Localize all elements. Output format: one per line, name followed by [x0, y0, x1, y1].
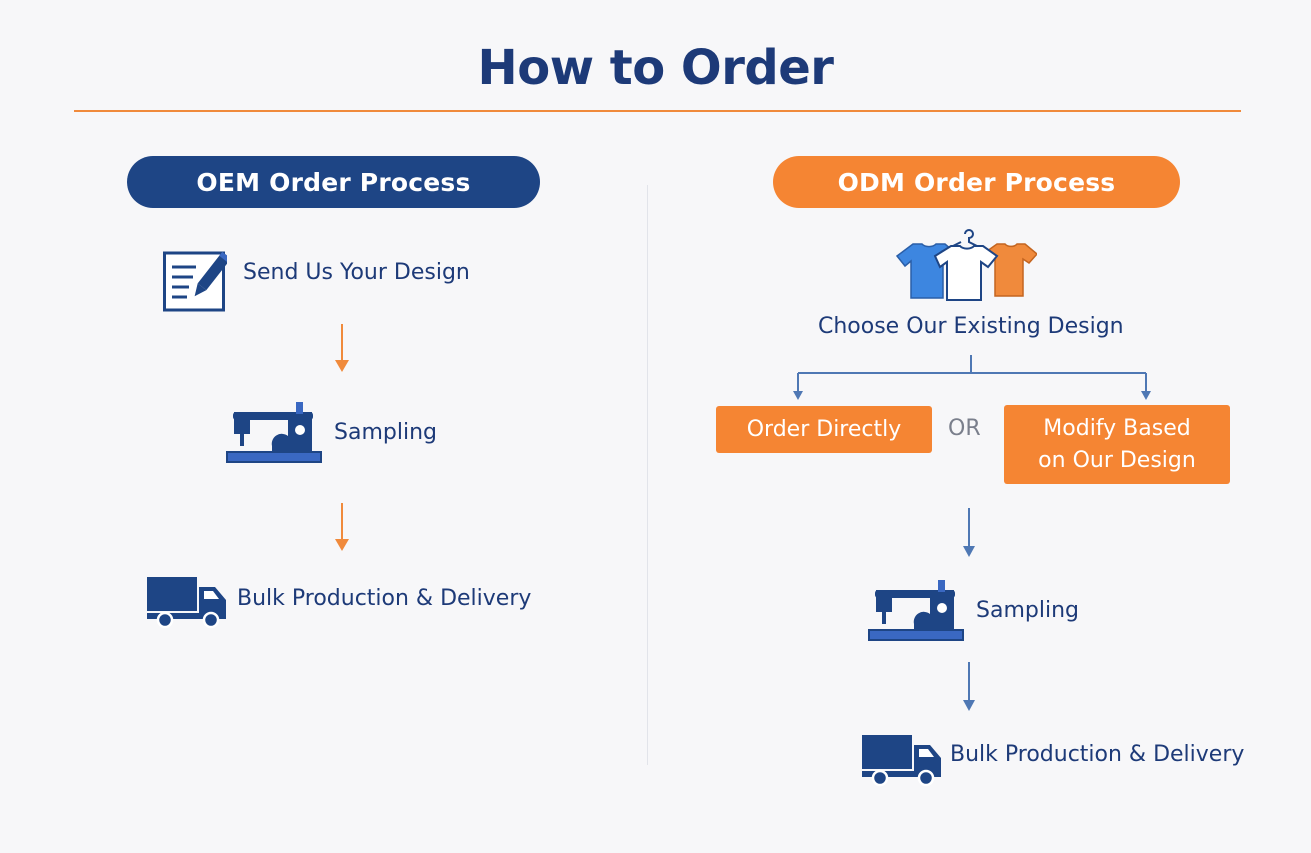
column-divider: [647, 185, 648, 765]
delivery-truck-icon: [861, 733, 943, 787]
odm-arrow-2: [961, 662, 977, 718]
odm-header-pill: ODM Order Process: [773, 156, 1180, 208]
delivery-truck-icon: [146, 575, 228, 629]
odm-step-sampling: Sampling: [976, 598, 1079, 623]
odm-branch-connector: [790, 355, 1156, 409]
design-edit-icon: [163, 247, 227, 313]
sewing-machine-icon: [868, 578, 966, 644]
order-directly-option: Order Directly: [716, 406, 932, 453]
modify-design-label-line2: on Our Design: [1038, 447, 1196, 473]
oem-step-send-design: Send Us Your Design: [243, 260, 470, 285]
sewing-machine-icon: [226, 400, 324, 466]
modify-design-option: Modify Based on Our Design: [1004, 405, 1230, 484]
title-underline: [74, 110, 1241, 112]
tshirts-on-hanger-icon: [895, 226, 1037, 302]
oem-arrow-2: [334, 503, 350, 557]
oem-step-sampling: Sampling: [334, 420, 437, 445]
page-title: How to Order: [477, 40, 834, 96]
odm-arrow-1: [961, 508, 977, 564]
odm-header-label: ODM Order Process: [837, 167, 1116, 197]
modify-design-label-line1: Modify Based: [1043, 415, 1191, 441]
order-directly-label: Order Directly: [746, 416, 902, 442]
odm-step-delivery: Bulk Production & Delivery: [950, 742, 1245, 767]
oem-header-label: OEM Order Process: [196, 167, 471, 197]
oem-arrow-1: [334, 324, 350, 378]
oem-step-delivery: Bulk Production & Delivery: [237, 586, 532, 611]
or-separator: OR: [948, 416, 981, 441]
oem-header-pill: OEM Order Process: [127, 156, 540, 208]
odm-step-choose-design: Choose Our Existing Design: [818, 314, 1124, 339]
